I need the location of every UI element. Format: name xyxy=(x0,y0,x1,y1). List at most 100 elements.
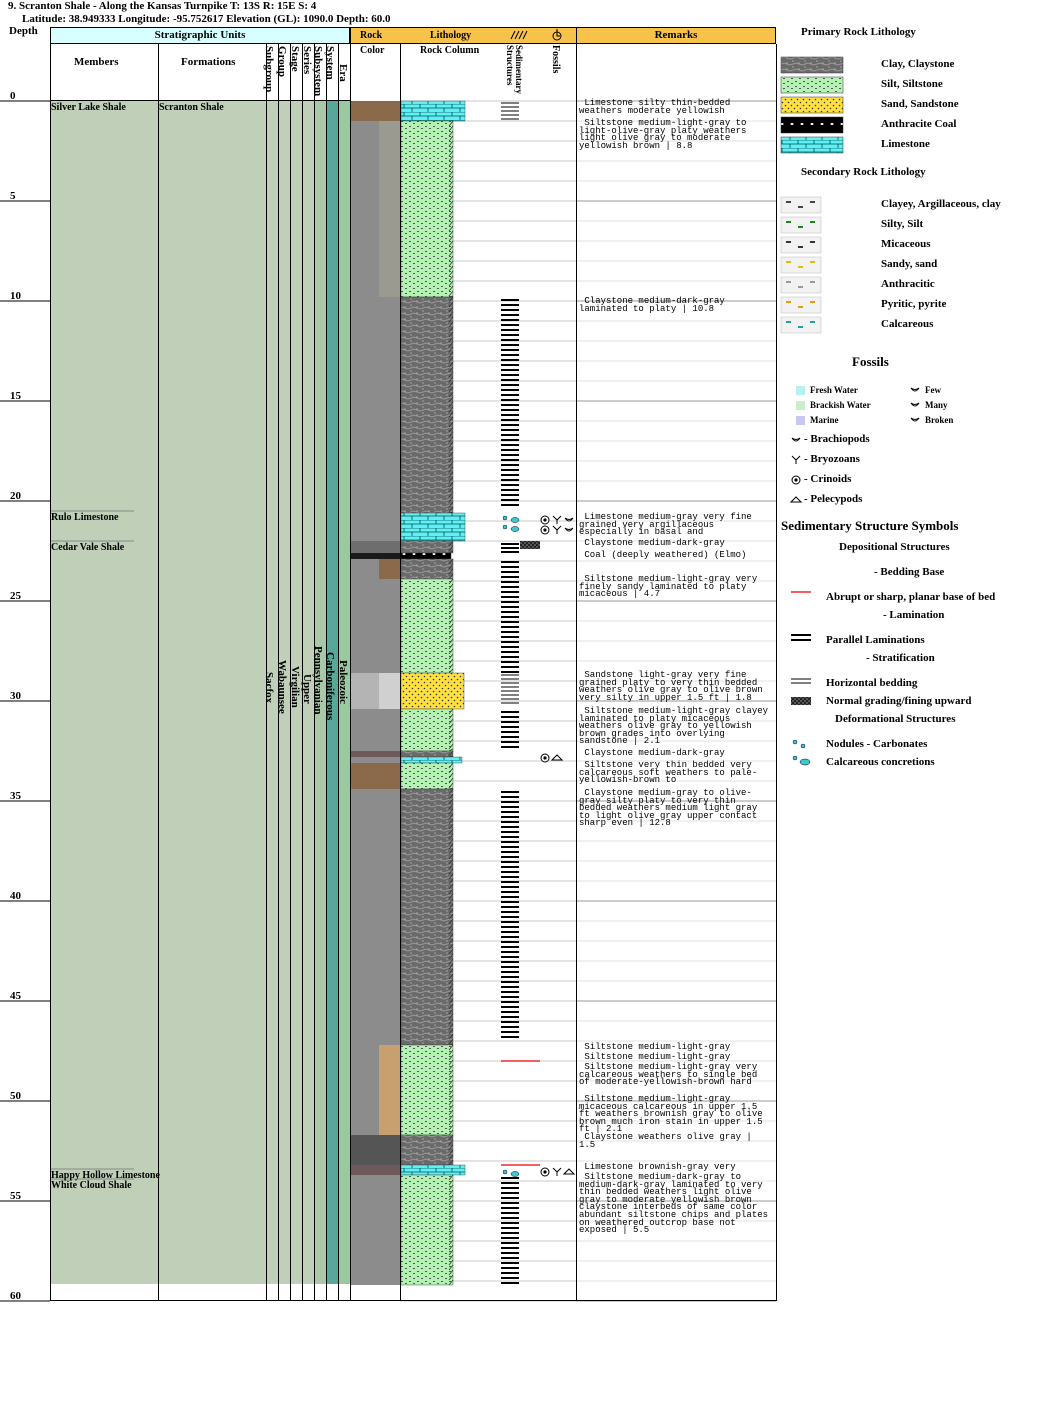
sed-parallel-3 xyxy=(501,543,519,545)
lith-siltstone-14 xyxy=(400,1044,454,1136)
legend-secondary-swatch-pyritic xyxy=(780,296,822,314)
border-lith-left xyxy=(400,44,401,1301)
sed-parallel-1 xyxy=(501,359,519,361)
lith-claystone-15 xyxy=(400,1134,454,1166)
legend-secondary-mark-sandy xyxy=(810,261,815,263)
rock-color-0 xyxy=(351,101,379,121)
sed-parallel-7 xyxy=(501,906,519,908)
legend-secondary-swatch-sandy xyxy=(780,256,822,274)
rock-color2-0 xyxy=(379,101,400,121)
sed-concretion-2 xyxy=(510,526,520,532)
depth-tick-label: 40 xyxy=(10,890,22,902)
legend-fossil-bryozoan: - Bryozoans xyxy=(804,453,860,465)
lith-claystone-6 xyxy=(400,558,454,580)
legend-secondary-swatch-calcareous xyxy=(780,316,822,334)
lith-edge-4 xyxy=(448,540,454,554)
lith-edge-14 xyxy=(448,1044,454,1136)
legend-secondary-micaceous: Micaceous xyxy=(881,238,931,250)
lith-siltstone-7 xyxy=(400,578,454,674)
sed-parallel-1 xyxy=(501,439,519,441)
sed-parallel-1 xyxy=(501,389,519,391)
remark: Siltstone medium-dark-gray to medium-dar… xyxy=(579,1172,774,1236)
rock-color-11 xyxy=(351,757,379,763)
sed-parallel-7 xyxy=(501,806,519,808)
depth-tick-label: 50 xyxy=(10,1090,22,1102)
sed-parallel-4 xyxy=(501,651,519,653)
legend-abund-label: Many xyxy=(925,400,948,410)
sed-parallel-7 xyxy=(501,921,519,923)
color-label: Color xyxy=(360,45,385,56)
sed-parallel-4 xyxy=(501,666,519,668)
legend-primary-limestone: Limestone xyxy=(881,138,930,150)
sed-parallel-1 xyxy=(501,399,519,401)
legend-secondary-pyritic: Pyritic, pyrite xyxy=(881,298,947,310)
legend-abund-icon xyxy=(910,417,920,422)
legend-primary-siltstone: Silt, Siltstone xyxy=(881,78,943,90)
sed-parallel-6 xyxy=(501,716,519,718)
rock-color-16 xyxy=(351,1165,379,1175)
sed-parallel-7 xyxy=(501,831,519,833)
sed-parallel-7 xyxy=(501,936,519,938)
legend-nodules: Nodules - Carbonates xyxy=(826,738,928,750)
sed-parallel-1 xyxy=(501,449,519,451)
fossil-crinoid-0 xyxy=(540,515,550,525)
legend-secondary-mark-micaceous xyxy=(798,246,803,248)
sed-nodule-2 xyxy=(502,515,508,521)
rank-era-header: Era xyxy=(337,64,349,82)
remarks-label: Remarks xyxy=(654,29,698,41)
stage-value: Virgilian xyxy=(289,666,301,708)
fossil-brachiopod-1 xyxy=(564,527,574,532)
legend-secondary-calcareous: Calcareous xyxy=(881,318,934,330)
sed-parallel-7 xyxy=(501,961,519,963)
remark: Siltstone medium-light-gray very calcare… xyxy=(579,1062,763,1088)
legend-secondary-title: Secondary Rock Lithology xyxy=(801,166,926,178)
legend-secondary-mark-sandy xyxy=(798,266,803,268)
sed-parallel-1 xyxy=(501,434,519,436)
sed-parallel-7 xyxy=(501,976,519,978)
border-remarks-right xyxy=(776,44,777,1301)
lith-coal-5 xyxy=(400,552,452,560)
depth-tick-label: 5 xyxy=(10,190,16,202)
border-members-left xyxy=(50,44,51,1301)
lith-limestone-0 xyxy=(400,100,466,122)
rock-color-13 xyxy=(351,789,379,1045)
rock-color-2 xyxy=(351,297,379,513)
members-label: Members xyxy=(74,56,119,68)
member-name: White Cloud Shale xyxy=(51,1180,132,1191)
rock-color2-15 xyxy=(379,1135,400,1165)
legend-env-swatch xyxy=(796,386,805,395)
sed-parallel-4 xyxy=(501,631,519,633)
lith-claystone-4 xyxy=(400,540,454,554)
legend-primary-swatch-limestone xyxy=(780,136,844,154)
remark: Claystone medium-dark-gray xyxy=(579,538,725,548)
lith-edge-13 xyxy=(448,788,454,1046)
legend-primary-swatch-claystone xyxy=(780,56,844,74)
sed-parallel-4 xyxy=(501,616,519,618)
sed-parallel-1 xyxy=(501,299,519,301)
legend-dep-title: Depositional Structures xyxy=(839,541,950,553)
sed-nodule-2 xyxy=(502,524,508,530)
fossil-pelecypod-2 xyxy=(550,754,564,761)
legend-secondary-mark-clayey xyxy=(810,201,815,203)
legend-primary-swatch-siltstone xyxy=(780,76,844,94)
lith-edge-6 xyxy=(448,558,454,580)
sed-parallel-7 xyxy=(501,946,519,948)
legend-primary-sandstone: Sand, Sandstone xyxy=(881,98,959,110)
lith-edge-17 xyxy=(448,1174,454,1286)
sed-parallel-7 xyxy=(501,916,519,918)
sed-parallel-1 xyxy=(501,414,519,416)
legend-secondary-mark-pyritic xyxy=(786,301,791,303)
fossil-crinoid-3 xyxy=(540,1167,550,1177)
legend-secondary-mark-sandy xyxy=(786,261,791,263)
legend-primary-coal: Anthracite Coal xyxy=(881,118,957,130)
legend-grading-icon xyxy=(791,697,811,705)
sed-parallel-11 xyxy=(501,1237,519,1239)
rock-color2-5 xyxy=(379,553,400,559)
fossils-label: Fossils xyxy=(550,45,561,74)
depth-tick-label: 35 xyxy=(10,790,22,802)
legend-secondary-mark-silty xyxy=(798,226,803,228)
remark: Siltstone medium-light-gray micaceous ca… xyxy=(579,1094,769,1135)
legend-abund-label: Broken xyxy=(925,415,954,425)
legend-secondary-mark-micaceous xyxy=(810,241,815,243)
